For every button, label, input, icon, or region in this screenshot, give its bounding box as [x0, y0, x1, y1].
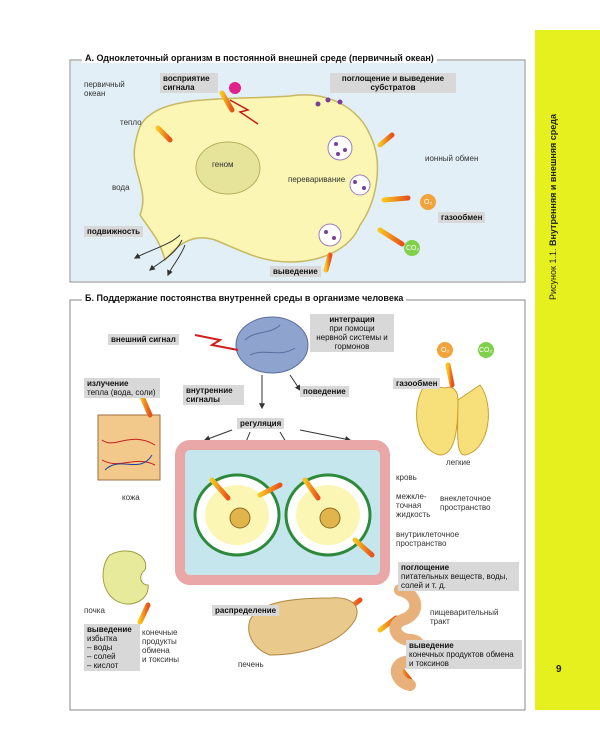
- o2-label-b: O₂: [441, 347, 450, 354]
- heat-label: тепло: [120, 118, 142, 127]
- excretion-left-sub: избытка – воды – солей – кислот: [87, 634, 119, 670]
- skin-block: [97, 414, 161, 481]
- water-label: вода: [112, 183, 130, 192]
- panel-b-title: Б. Поддержание постоянства внутренней ср…: [82, 293, 407, 303]
- co2-label-b: CO₂: [479, 347, 493, 354]
- absorption-title: поглощение: [401, 563, 450, 572]
- integration-sub: при помощи нервной системы и гормонов: [316, 324, 388, 351]
- panel-a-title: А. Одноклеточный организм в постоянной в…: [82, 53, 437, 63]
- internal-signals-tag: внутренние сигналы: [183, 385, 244, 405]
- blood-label: кровь: [396, 473, 417, 482]
- genome-nucleus: [195, 141, 261, 195]
- page-number: 9: [556, 664, 562, 675]
- excretion-left-title: выведение: [87, 625, 132, 634]
- excretion-right-tag: выведение конечных продуктов обмена и то…: [406, 640, 522, 669]
- heat-emission-sub: тепла (вода, соли): [87, 388, 156, 397]
- lungs: [416, 384, 489, 456]
- integration-title: интеграция: [329, 315, 375, 324]
- excretion-right-sub: конечных продуктов обмена и токсинов: [409, 650, 514, 668]
- nucleus-right: [319, 507, 341, 529]
- flagella: [133, 234, 186, 277]
- external-signal-bolt: [194, 334, 239, 351]
- heat-emission-title: излучение: [87, 379, 129, 388]
- brain: [235, 316, 309, 374]
- genome-label: геном: [212, 160, 234, 169]
- substrates-tag: поглощение и выведение субстратов: [330, 73, 456, 93]
- absorption-tag: поглощение питательных веществ, воды, со…: [398, 562, 519, 591]
- gas-exchange-tag-b: газообмен: [393, 378, 441, 389]
- excretion-tag-a: выведение: [270, 266, 321, 277]
- side-band: [535, 30, 600, 710]
- intracellular-label: внутриклеточное пространство: [396, 530, 460, 548]
- regulation-tag: регуляция: [237, 418, 285, 429]
- behavior-tag: поведение: [300, 386, 349, 397]
- ocean-label: первичный океан: [84, 80, 125, 98]
- brain-folds: [244, 324, 296, 356]
- co2-bubble-a: [404, 240, 420, 256]
- liver-label: печень: [238, 660, 264, 669]
- kidney: [102, 550, 149, 605]
- o2-bubble-a: [420, 194, 436, 210]
- lungs-label: легкие: [446, 458, 471, 467]
- figure-label: Рисунок 1.1.: [548, 248, 558, 300]
- figure-caption: Рисунок 1.1. Внутренняя и внешняя среда: [548, 114, 558, 300]
- gas-exchange-tag-a: газообмен: [438, 212, 486, 223]
- motility-tag: подвижность: [84, 226, 144, 237]
- interstitial-label: межкле- точная жидкость: [396, 492, 431, 519]
- co2-label-a: CO₂: [406, 245, 420, 252]
- skin-vessels: [101, 438, 156, 466]
- absorption-sub: питательных веществ, воды, солей и т. д.: [401, 572, 508, 590]
- arrows-panel-a: [149, 90, 411, 273]
- heat-emission-tag: излучение тепла (вода, соли): [84, 378, 160, 398]
- integration-tag: интеграция при помощи нервной системы и …: [310, 314, 394, 352]
- digestion-label: переваривание: [288, 175, 346, 184]
- o2-bubble-b: [437, 342, 453, 358]
- o2-label-a: O₂: [424, 199, 433, 206]
- ion-exchange-label: ионный обмен: [425, 154, 479, 163]
- extracellular-label: внеклеточное пространство: [440, 494, 491, 512]
- figure-title: Внутренняя и внешняя среда: [548, 114, 558, 247]
- signal-marker: [229, 82, 241, 94]
- signal-perception-tag: восприятие сигнала: [160, 73, 218, 93]
- skin-label: кожа: [122, 493, 140, 502]
- co2-bubble-b: [478, 342, 494, 358]
- excretion-right-title: выведение: [409, 641, 454, 650]
- signal-bolt: [229, 99, 259, 125]
- digestive-tract-label: пищеварительный тракт: [430, 608, 499, 626]
- excretion-left-tag: выведение избытка – воды – солей – кисло…: [84, 624, 140, 671]
- external-signal-tag: внешний сигнал: [108, 334, 179, 345]
- distribution-tag: распределение: [212, 605, 280, 616]
- substrate-dots: [315, 97, 366, 240]
- end-products-label: конечные продукты обмена и токсины: [142, 628, 179, 664]
- nucleus-left: [229, 507, 251, 529]
- kidney-label: почка: [84, 606, 105, 615]
